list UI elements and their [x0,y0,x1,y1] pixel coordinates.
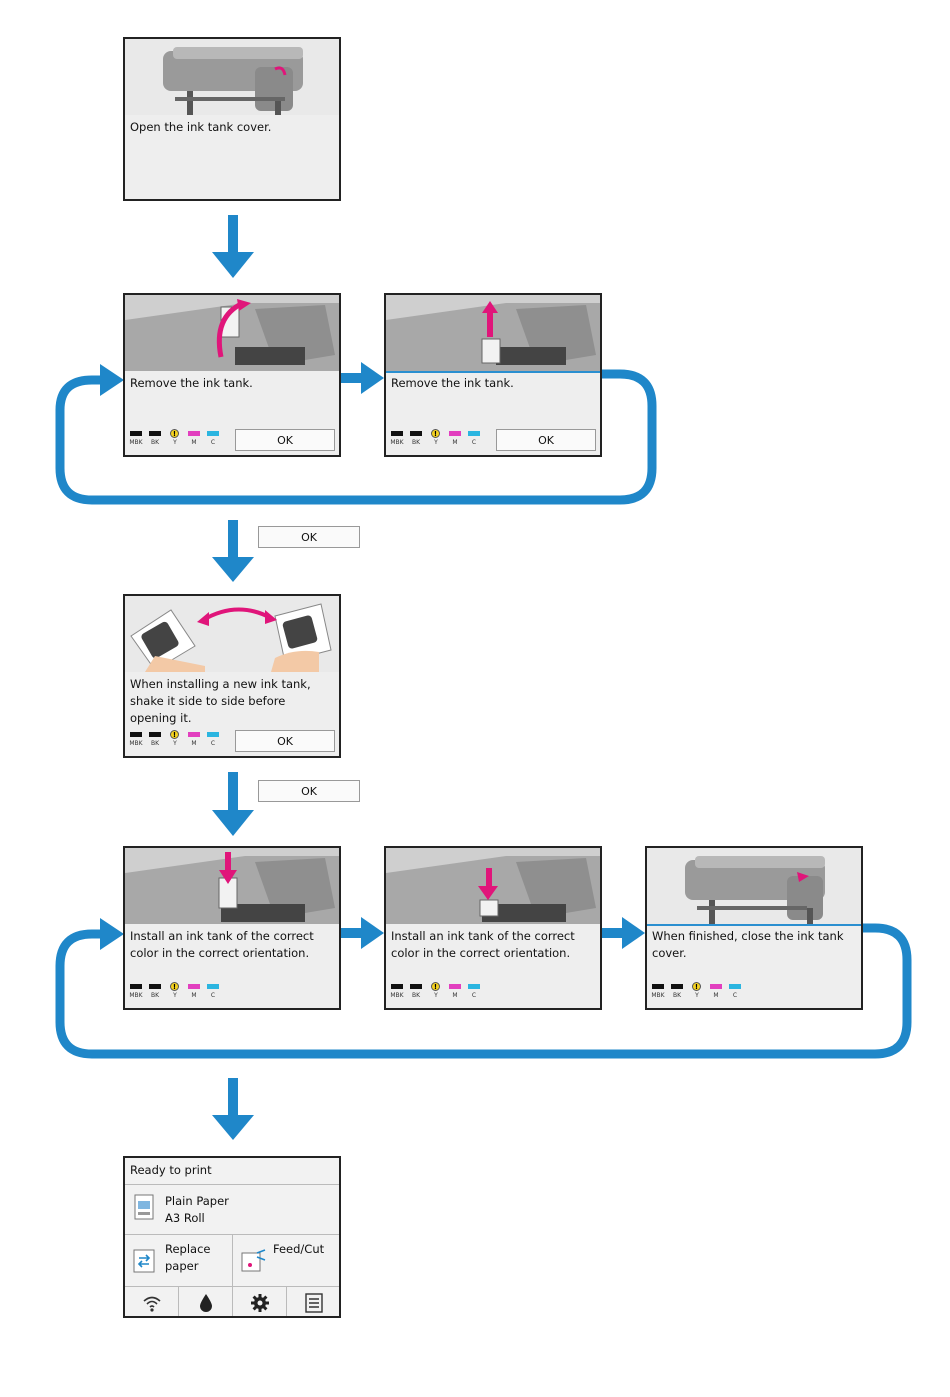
ink-status: MBK BK !Y M C [129,429,230,451]
paper-size: A3 Roll [165,1211,205,1225]
feed-cut-button[interactable]: Feed/Cut [233,1235,339,1287]
ink-status: MBK BK !Y M C [129,982,230,1004]
step-message: When finished, close the ink tank cover. [652,929,844,960]
replace-paper-button[interactable]: Replace paper [125,1235,233,1287]
ok-button[interactable]: OK [235,730,335,752]
status-text: Ready to print [130,1163,212,1177]
screen-install-tank-2: Install an ink tank of the correct color… [384,846,602,1010]
ink-tank-insert-icon [125,852,339,924]
loop-1-head [100,364,124,396]
screen-remove-tank-1: Remove the ink tank. MBK BK !Y M C OK [123,293,341,457]
screen-open-cover: Open the ink tank cover. [123,37,341,201]
warning-icon: ! [170,982,179,991]
printer-illustration [647,848,861,926]
ink-tank-remove-icon [125,299,339,371]
down-arrow-4 [212,1078,254,1140]
ink-status: MBK BK !Y M C [390,429,491,451]
ink-status: MBK BK !Y M C [390,982,491,1004]
step-message: Install an ink tank of the correct color… [391,929,575,960]
gear-icon [251,1294,269,1312]
shake-illustration [125,596,339,672]
step-message: Open the ink tank cover. [130,120,272,134]
ink-status: MBK BK !Y M C [651,982,752,1004]
warning-icon: ! [431,982,440,991]
warning-icon: ! [170,730,179,739]
warning-icon: ! [692,982,701,991]
step-message: Remove the ink tank. [391,376,514,390]
ok-button[interactable]: OK [235,429,335,451]
screen-close-cover: When finished, close the ink tank cover.… [645,846,863,1010]
down-arrow-3 [212,772,254,836]
printer-illustration [125,39,339,115]
settings-button[interactable] [233,1287,287,1316]
loop-2-head [100,918,124,950]
ink-tank-seat-icon [386,856,600,924]
ink-button[interactable] [179,1287,233,1316]
remove-tank-illustration [125,295,339,371]
install-tank-illustration [125,848,339,924]
printer-icon [163,47,303,115]
shake-tank-icon [130,603,332,672]
menu-button[interactable] [287,1287,339,1316]
paper-roll-icon [134,1194,154,1220]
screen-remove-tank-2: Remove the ink tank. MBK BK !Y M C OK [384,293,602,457]
ok-press-indicator: OK [258,780,360,802]
step-message: When installing a new ink tank, shake it… [130,677,311,725]
action-row: Replace paper Feed/Cut [125,1234,339,1287]
install-tank-illustration [386,848,600,924]
right-arrow-1 [341,362,384,394]
ink-tank-lift-icon [386,301,600,371]
right-arrow-2 [341,917,384,949]
feed-cut-icon [241,1249,266,1272]
remove-tank-illustration [386,295,600,373]
right-arrow-3 [601,917,645,949]
ink-drop-icon [200,1294,212,1312]
printer-close-icon [685,856,825,924]
loop-2 [55,923,912,1059]
paper-type: Plain Paper [165,1194,229,1208]
bottom-toolbar [125,1286,339,1316]
replace-paper-icon [133,1249,155,1273]
step-message: Remove the ink tank. [130,376,253,390]
wifi-button[interactable] [125,1287,179,1316]
paper-info-row[interactable]: Plain Paper A3 Roll [125,1184,339,1235]
feed-cut-label: Feed/Cut [273,1242,325,1256]
ink-status: MBK BK !Y M C [129,730,230,752]
wifi-icon [143,1296,161,1312]
step-message: Install an ink tank of the correct color… [130,929,314,960]
down-arrow-1 [212,215,254,278]
screen-install-tank-1: Install an ink tank of the correct color… [123,846,341,1010]
screen-home: Ready to print Plain Paper A3 Roll Repla… [123,1156,341,1318]
replace-paper-label: Replace paper [165,1242,211,1273]
ok-button[interactable]: OK [496,429,596,451]
loop-1 [55,369,657,505]
list-icon [305,1293,323,1313]
warning-icon: ! [431,429,440,438]
ok-press-indicator: OK [258,526,360,548]
screen-shake-tank: When installing a new ink tank, shake it… [123,594,341,758]
warning-icon: ! [170,429,179,438]
down-arrow-2 [212,520,254,582]
